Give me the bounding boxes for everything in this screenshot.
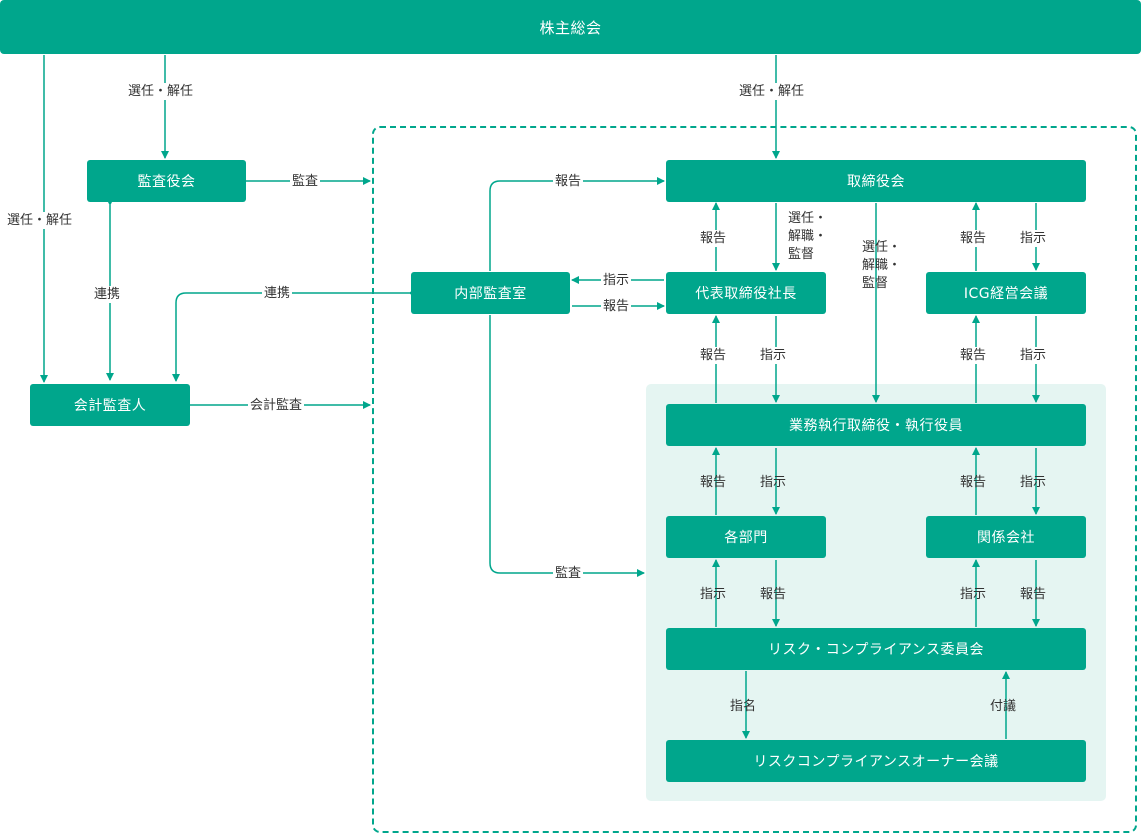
label-internal-report-president: 報告 [601, 298, 632, 315]
label-audit-board-audit: 監査 [290, 173, 321, 190]
label-exec-report-president: 報告 [698, 347, 729, 364]
label-aff-report-committee: 報告 [1020, 587, 1047, 602]
label-dept-report-exec: 報告 [700, 475, 727, 490]
label-committee-nominate-owner: 指名 [730, 699, 757, 714]
label-exec-instruct-dept: 指示 [760, 475, 787, 490]
label-accounting-audit: 会計監査 [248, 397, 305, 414]
label-exec-instruct-aff: 指示 [1020, 475, 1047, 490]
label-exec-report-icg: 報告 [958, 347, 989, 364]
internal-audit-office-box: 内部監査室 [411, 272, 570, 314]
label-president-report-board: 報告 [698, 230, 729, 247]
label-aff-report-exec: 報告 [960, 475, 987, 490]
label-elect-dismiss-board: 選任・解任 [737, 83, 807, 100]
execution-area-background [646, 384, 1106, 801]
label-board-instruct-icg: 指示 [1018, 230, 1049, 247]
label-committee-instruct-dept: 指示 [700, 587, 727, 602]
label-elect-dismiss-audit-board: 選任・解任 [126, 83, 196, 100]
edge-internal-inner-audit [489, 315, 645, 577]
risk-compliance-committee-box: リスク・コンプライアンス委員会 [666, 628, 1086, 670]
label-president-instruct-exec: 指示 [758, 347, 789, 364]
label-internal-report-board: 報告 [553, 173, 584, 190]
label-icg-instruct-exec: 指示 [1018, 347, 1049, 364]
departments-box: 各部門 [666, 516, 826, 558]
label-internal-audit-inner: 監査 [553, 565, 584, 582]
internal-control-frame [372, 126, 1137, 833]
edge-internal-board-report [489, 177, 665, 271]
icg-management-meeting-box: ICG経営会議 [926, 272, 1086, 314]
affiliates-box: 関係会社 [926, 516, 1086, 558]
label-icg-report-board: 報告 [958, 230, 989, 247]
label-owner-submit-committee: 付議 [990, 699, 1017, 714]
executive-officers-box: 業務執行取締役・執行役員 [666, 404, 1086, 446]
label-board-elect-executives: 選任・ 解職・ 監督 [862, 240, 902, 291]
label-auditor-internal-coop: 連携 [262, 285, 293, 302]
label-audit-auditor-coop: 連携 [92, 286, 123, 303]
label-dept-report-committee: 報告 [760, 587, 787, 602]
edge-accountant-internal-coop [172, 289, 416, 382]
label-elect-dismiss-auditor: 選任・解任 [5, 212, 75, 229]
president-box: 代表取締役社長 [666, 272, 826, 314]
risk-compliance-owner-meeting-box: リスクコンプライアンスオーナー会議 [666, 740, 1086, 782]
label-board-elect-president: 選任・ 解職・ 監督 [788, 211, 828, 262]
accounting-auditor-box: 会計監査人 [30, 384, 190, 426]
label-president-instruct-internal: 指示 [601, 272, 632, 289]
label-committee-instruct-aff: 指示 [960, 587, 987, 602]
board-of-directors-box: 取締役会 [666, 160, 1086, 202]
audit-board-box: 監査役会 [87, 160, 246, 202]
shareholders-meeting-box: 株主総会 [0, 0, 1141, 54]
